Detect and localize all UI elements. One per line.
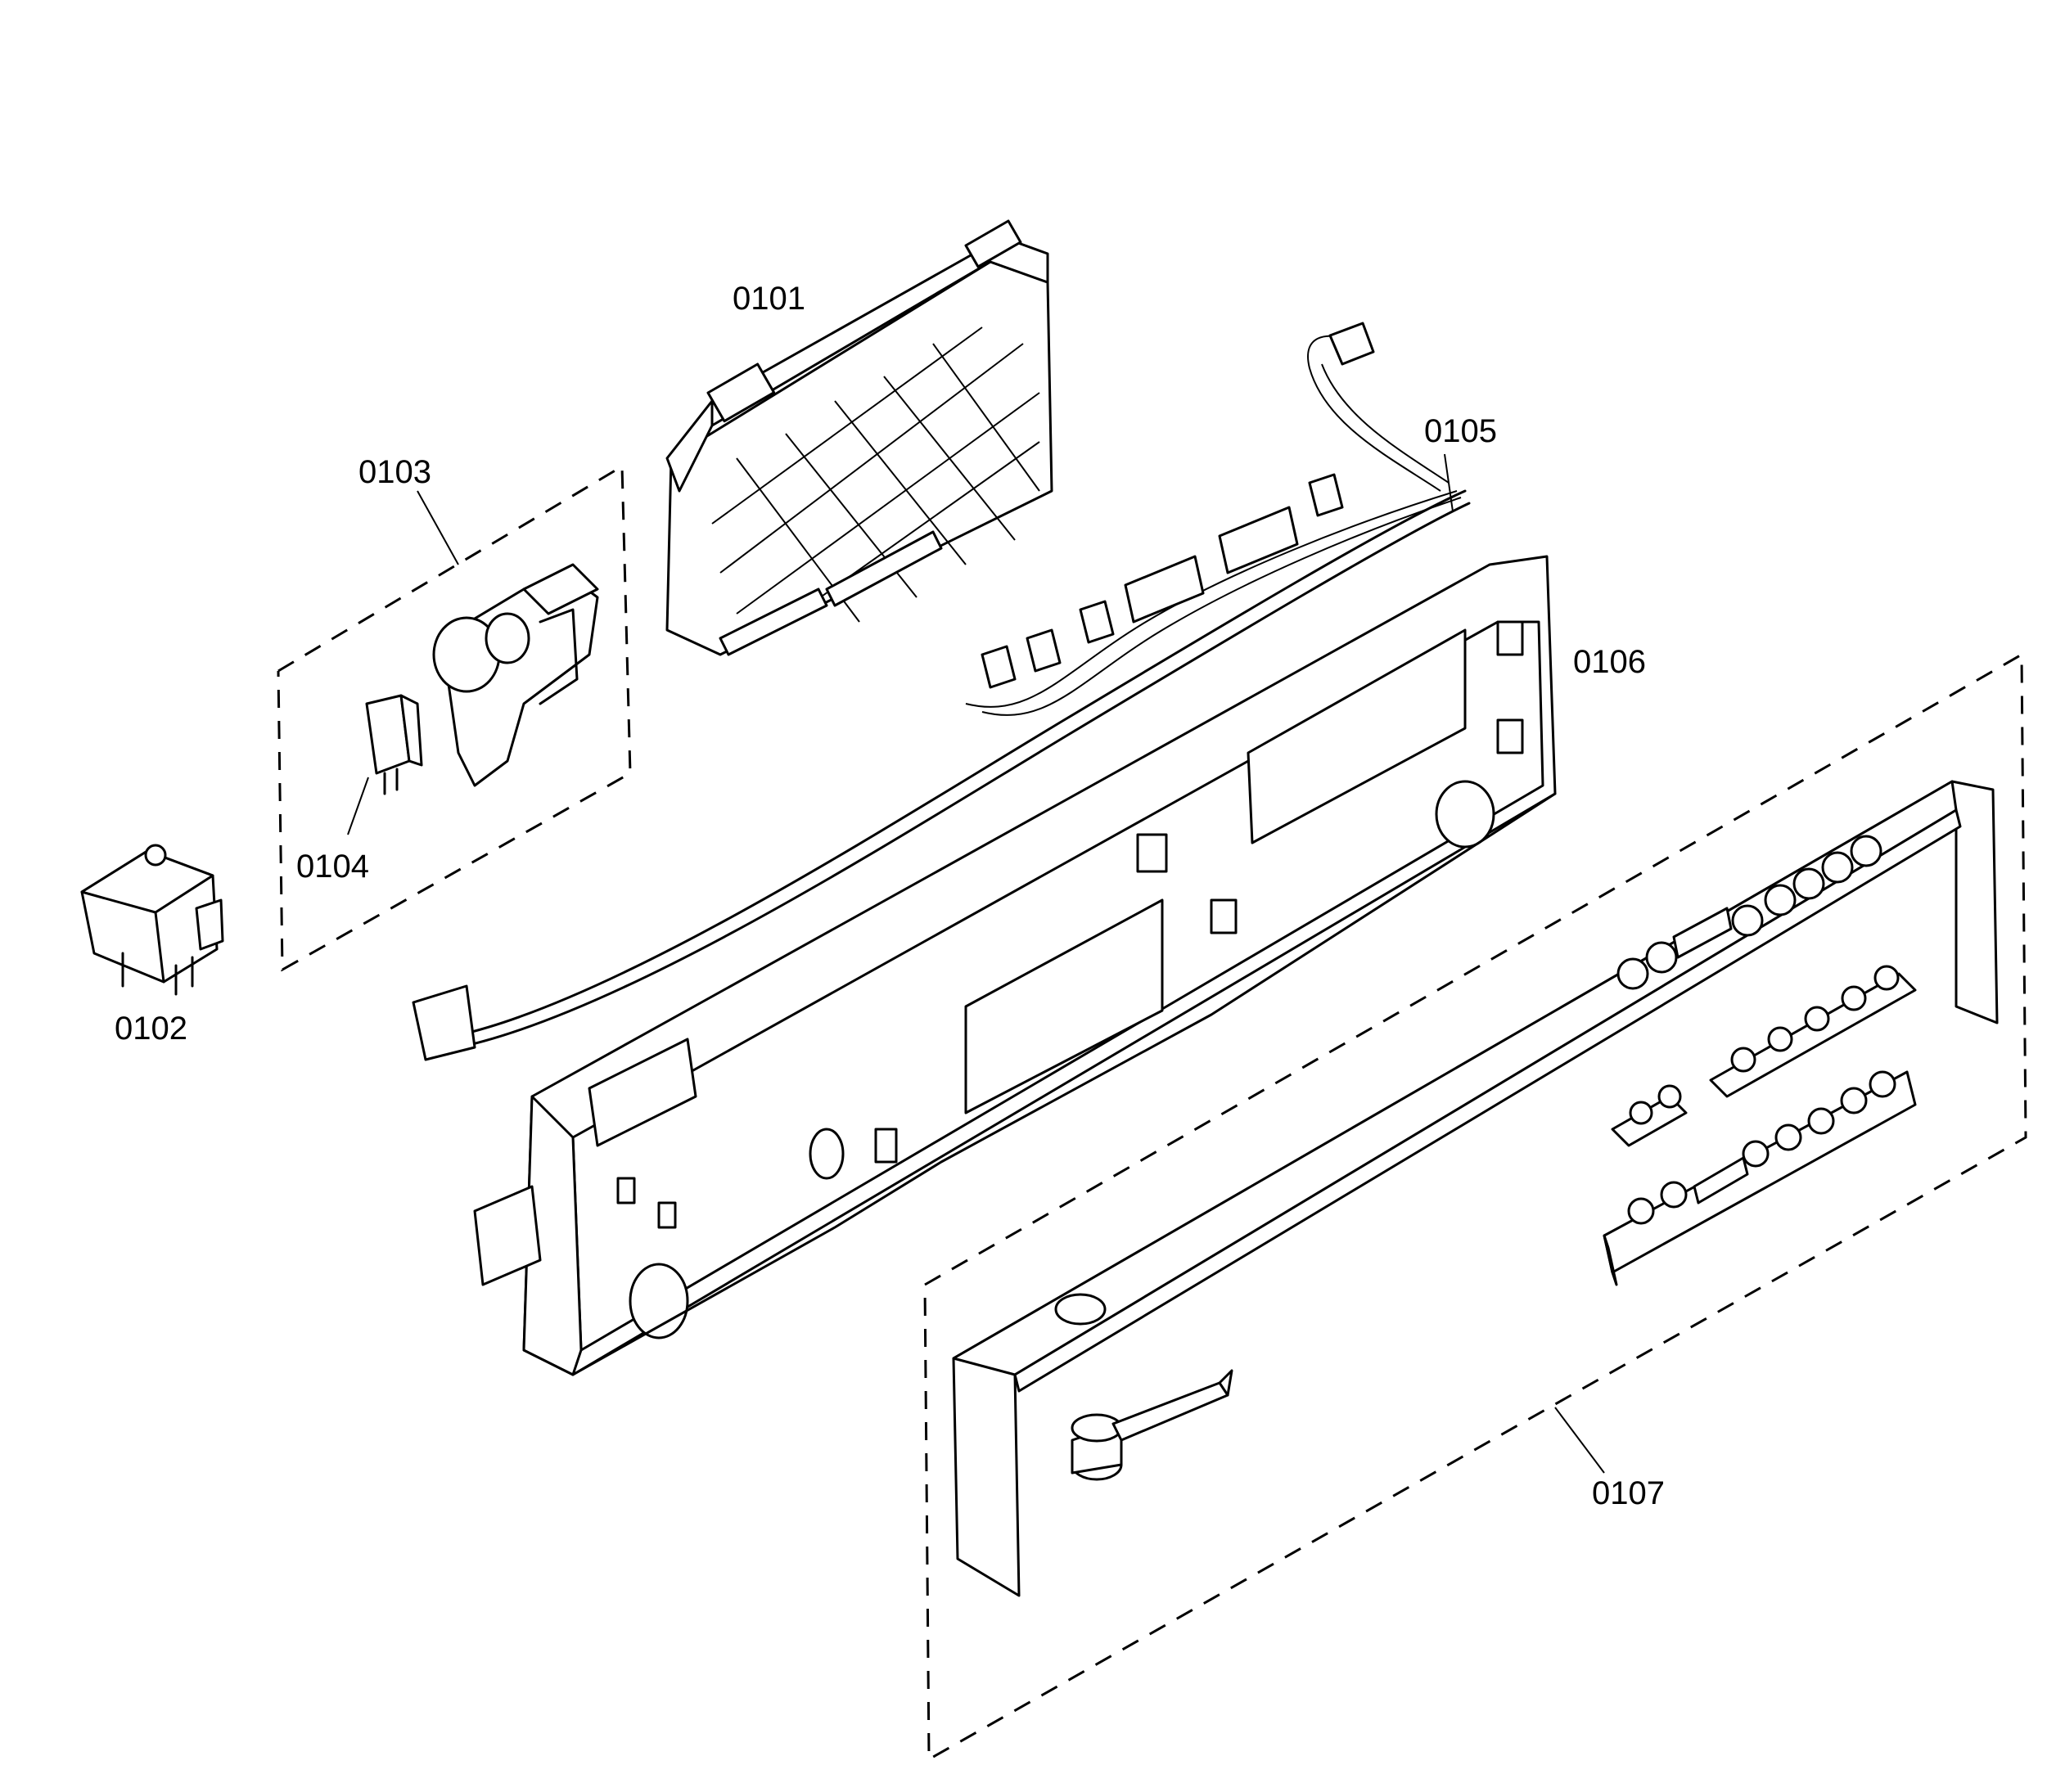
- part-0107-knob: [1071, 1369, 1233, 1481]
- label-0107: 0107: [1592, 1475, 1665, 1511]
- part-0105-wiring-harness: [412, 322, 1471, 1061]
- part-0107-button-strip: [1603, 1070, 1917, 1286]
- label-0105: 0105: [1424, 413, 1497, 449]
- part-0104-component: [365, 694, 423, 795]
- part-0103-dashed-group: [277, 464, 632, 972]
- module-lattice: [711, 326, 1040, 623]
- label-0101: 0101: [733, 281, 805, 317]
- leader-0104: [347, 777, 369, 835]
- label-0106: 0106: [1573, 644, 1646, 680]
- label-0102: 0102: [115, 1011, 187, 1047]
- label-0103: 0103: [358, 454, 431, 490]
- part-0107-button-cluster-a: [1611, 1084, 1688, 1147]
- label-0104: 0104: [296, 849, 369, 885]
- part-0103-assembly: [432, 563, 599, 787]
- leader-0103: [417, 490, 459, 565]
- leader-0107: [1554, 1407, 1605, 1474]
- part-0107-button-cluster-b: [1709, 965, 1917, 1098]
- part-0101-control-module: [665, 219, 1053, 656]
- part-0102-switch: [80, 844, 224, 996]
- leader-0105: [1444, 453, 1454, 512]
- part-0107-fascia: [952, 780, 1999, 1597]
- part-0106-panel-frame: [473, 555, 1557, 1376]
- part-0107-dashed-group: [923, 652, 2027, 1762]
